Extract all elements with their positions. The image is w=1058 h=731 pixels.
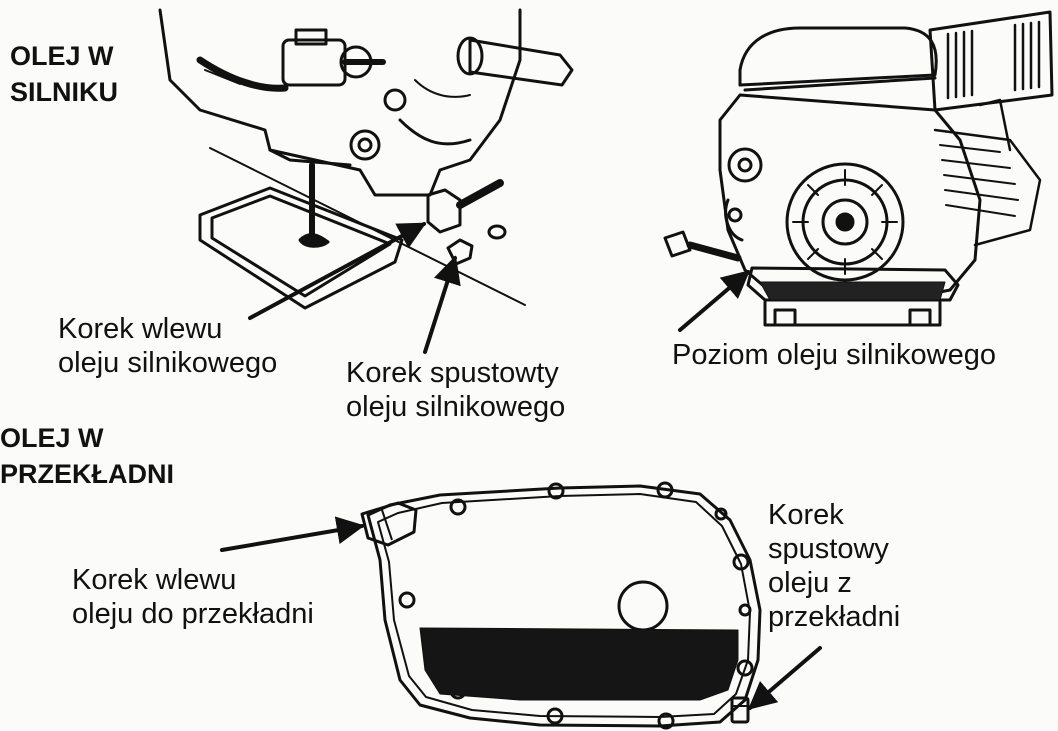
label-gearbox-drain-plug-line3: oleju z: [768, 567, 852, 599]
label-gearbox-drain-plug-line2: spustowy: [768, 533, 889, 565]
arrow-engine-drain-plug: [423, 255, 461, 354]
gearbox-cover-illustration: [360, 481, 762, 730]
label-gearbox-fill-cap-line1: Korek wlewu: [72, 564, 237, 596]
arrow-engine-fill-cap: [248, 222, 427, 320]
engine-drain-illustration: [158, 8, 574, 310]
label-gearbox-drain-plug-line1: Korek: [768, 499, 844, 531]
label-engine-fill-cap-line1: Korek wlewu: [58, 313, 223, 345]
engine-oil-heading-line2: SILNIKU: [10, 77, 118, 107]
label-gearbox-drain-plug-line4: przekładni: [768, 601, 901, 633]
engine-level-illustration: [663, 10, 1054, 327]
gearbox-oil-heading-line2: PRZEKŁADNI: [0, 459, 174, 489]
label-gearbox-drain-plug: Korek spustowy oleju z przekładni: [768, 498, 900, 634]
label-engine-drain-plug-line1: Korek spustowty: [346, 357, 559, 389]
label-gearbox-fill-cap: Korek wlewu oleju do przekładni: [72, 563, 314, 631]
label-gearbox-fill-cap-line2: oleju do przekładni: [72, 598, 314, 630]
label-engine-oil-level: Poziom oleju silnikowego: [672, 338, 996, 372]
arrow-gearbox-drain-plug: [747, 646, 822, 710]
engine-oil-heading-line1: OLEJ W: [10, 41, 114, 71]
label-engine-oil-level-line1: Poziom oleju silnikowego: [672, 339, 996, 371]
arrow-gearbox-fill-cap: [220, 516, 365, 552]
gearbox-oil-heading: OLEJ W PRZEKŁADNI: [0, 420, 174, 492]
label-engine-drain-plug: Korek spustowty oleju silnikowego: [346, 356, 565, 424]
gearbox-oil-heading-line1: OLEJ W: [0, 423, 104, 453]
label-engine-fill-cap-line2: oleju silnikowego: [58, 347, 278, 379]
label-engine-drain-plug-line2: oleju silnikowego: [346, 391, 566, 423]
label-engine-fill-cap: Korek wlewu oleju silnikowego: [58, 312, 277, 380]
engine-oil-heading: OLEJ W SILNIKU: [10, 38, 118, 110]
arrow-engine-oil-level: [678, 270, 751, 332]
leader-arrows: [220, 222, 822, 710]
